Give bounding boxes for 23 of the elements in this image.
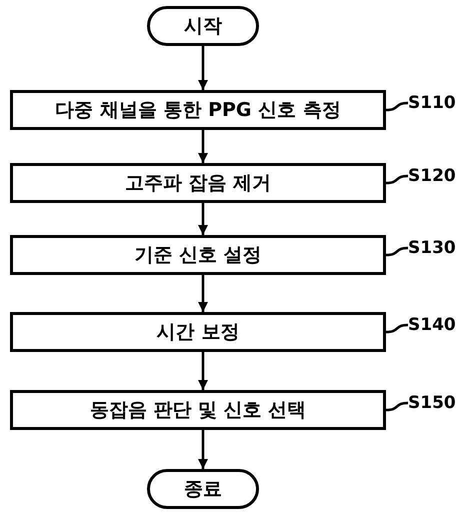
step-label: S120 [408, 163, 468, 189]
arrow [198, 275, 208, 312]
start-terminal: 시작 [147, 6, 259, 46]
arrow [198, 130, 208, 163]
leader-line [386, 246, 408, 256]
end-terminal: 종료 [147, 469, 259, 509]
arrow [198, 430, 208, 469]
step-label: S110 [408, 90, 468, 116]
step-label: S130 [408, 235, 468, 261]
leader-line [386, 324, 408, 334]
leader-line [386, 402, 408, 412]
arrow [198, 352, 208, 390]
process-box: 동잡음 판단 및 신호 선택 [10, 390, 386, 430]
process-box: 다중 채널을 통한 PPG 신호 측정 [10, 90, 386, 130]
step-label: S150 [408, 390, 468, 416]
process-box: 고주파 잡음 제거 [10, 163, 386, 203]
leader-line [386, 174, 408, 184]
process-box: 기준 신호 설정 [10, 235, 386, 275]
step-label: S140 [408, 312, 468, 338]
process-box: 시간 보정 [10, 312, 386, 352]
arrow [198, 203, 208, 235]
arrow [198, 46, 208, 90]
leader-line [386, 102, 408, 112]
